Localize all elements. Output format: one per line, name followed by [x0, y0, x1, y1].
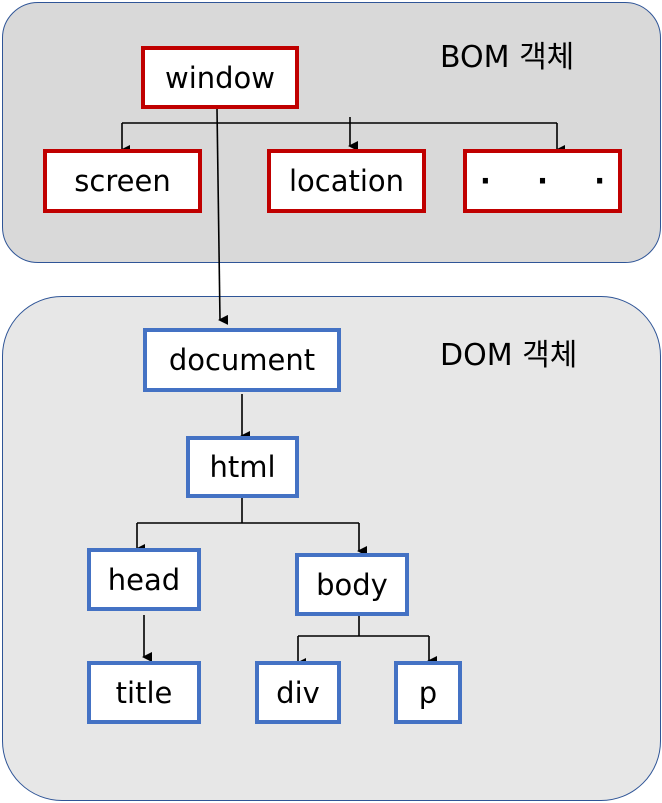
node-more: · · ·: [463, 149, 622, 213]
node-screen: screen: [43, 149, 202, 213]
bom-title: BOM 객체: [440, 40, 575, 75]
node-body: body: [295, 553, 409, 616]
node-window: window: [141, 46, 299, 109]
node-html: html: [186, 436, 299, 498]
node-title: title: [87, 661, 201, 724]
arrow-window-to-document: [216, 108, 229, 325]
node-p: p: [394, 661, 462, 724]
node-document: document: [143, 328, 341, 392]
dom-title: DOM 객체: [440, 338, 578, 373]
node-div: div: [255, 661, 341, 724]
node-head: head: [87, 548, 201, 611]
node-location: location: [267, 149, 426, 213]
bom-panel: [2, 2, 661, 263]
